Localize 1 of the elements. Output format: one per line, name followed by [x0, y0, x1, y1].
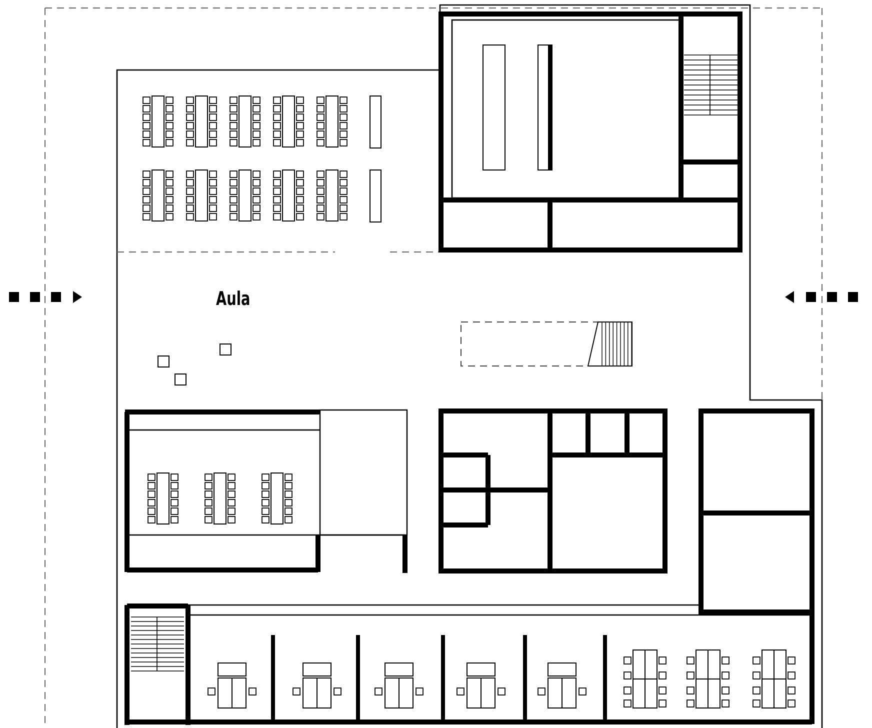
room-label: Aula [216, 290, 250, 309]
